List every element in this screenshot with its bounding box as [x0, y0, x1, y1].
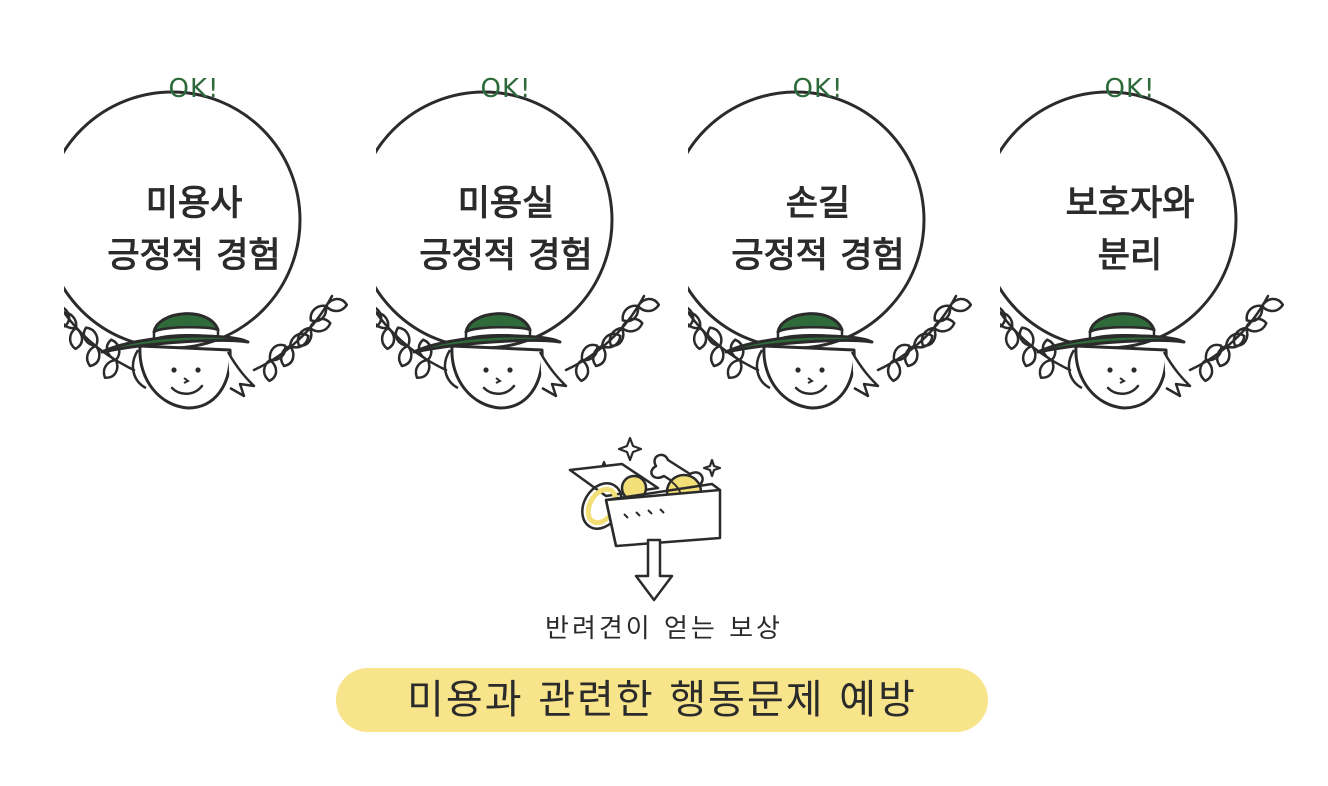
reward-label: 반려견이 얻는 보상: [545, 614, 783, 644]
ok-label: OK!: [792, 74, 844, 104]
treasure-box-icon: [568, 436, 722, 602]
badge-text: 미용실 긍정적 경험: [376, 178, 636, 282]
badge-line-1: 미용실: [457, 184, 555, 224]
badge-line-2: 긍정적 경험: [107, 236, 281, 276]
badge-line-1: 미용사: [145, 184, 243, 224]
badge-separation: OK! 보호자와 분리: [1000, 70, 1300, 430]
result-highlight: 미용과 관련한 행동문제 예방: [336, 668, 988, 732]
badge-text: 미용사 긍정적 경험: [64, 178, 324, 282]
badge-line-2: 긍정적 경험: [419, 236, 593, 276]
badge-groomer: OK! 미용사 긍정적 경험: [64, 70, 364, 430]
ok-label: OK!: [1104, 74, 1156, 104]
badge-salon: OK! 미용실 긍정적 경험: [376, 70, 676, 430]
badge-touch: OK! 손길 긍정적 경험: [688, 70, 988, 430]
badge-text: 보호자와 분리: [1000, 178, 1260, 282]
badge-line-2: 분리: [1097, 236, 1163, 276]
ok-label: OK!: [480, 74, 532, 104]
badge-line-2: 긍정적 경험: [731, 236, 905, 276]
badge-line-1: 손길: [785, 184, 851, 224]
badge-line-1: 보호자와: [1065, 184, 1195, 224]
ok-label: OK!: [168, 74, 220, 104]
badge-text: 손길 긍정적 경험: [688, 178, 948, 282]
